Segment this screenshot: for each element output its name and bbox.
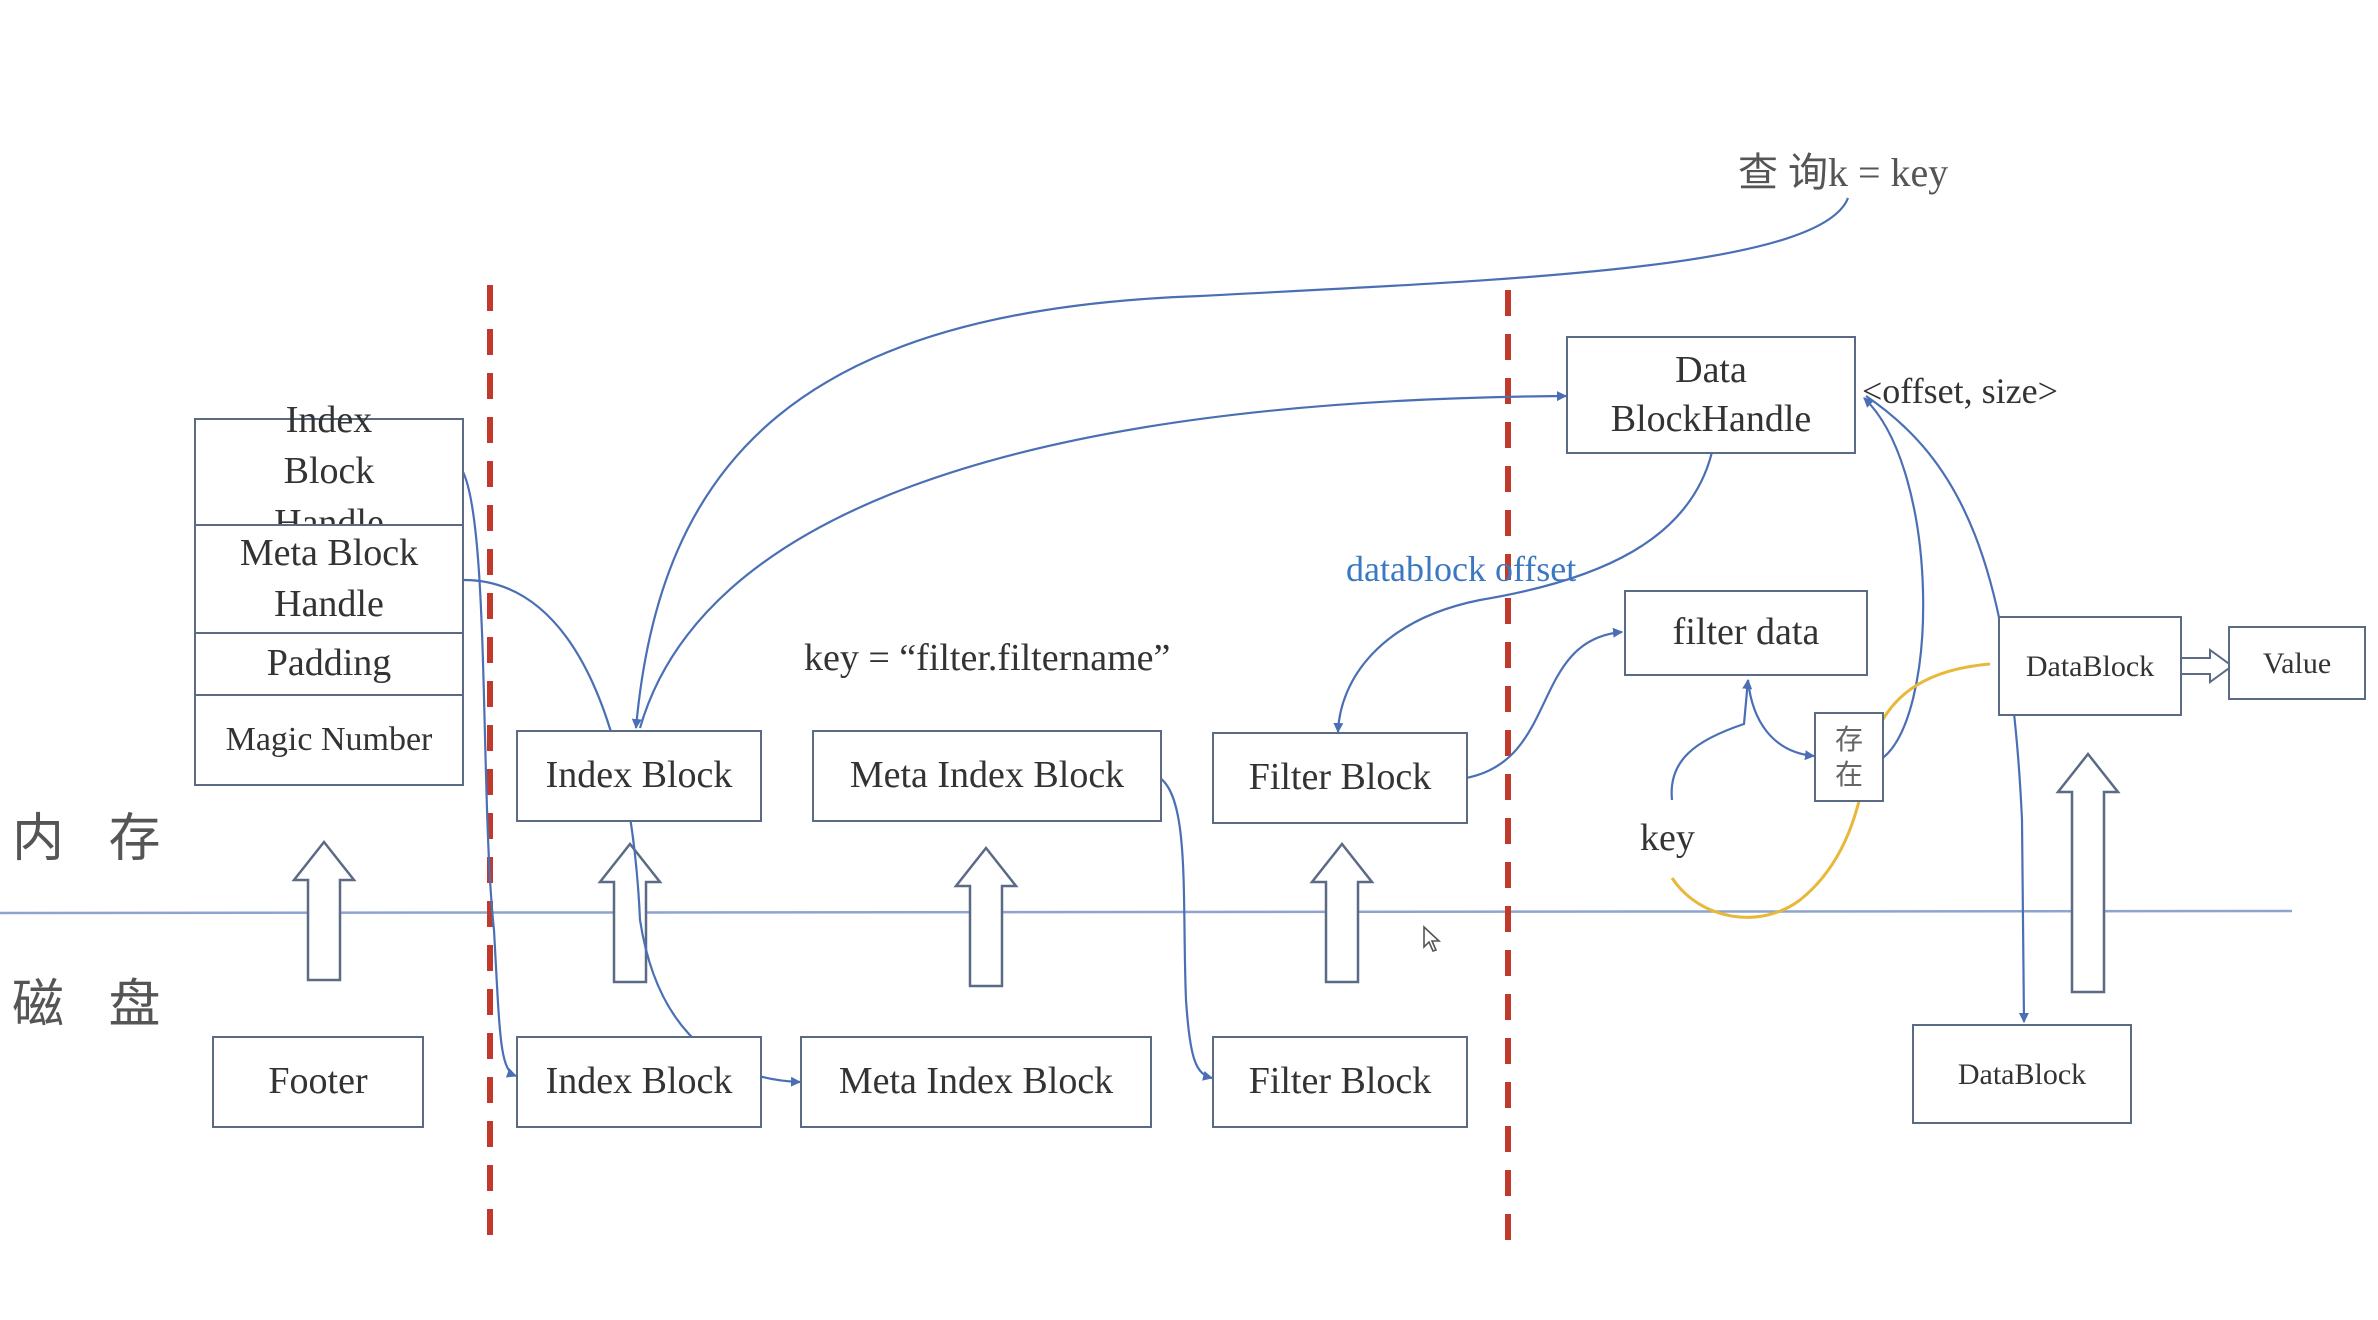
load-arrow-filter [1309, 841, 1375, 984]
filter-to-filter-data-connector [1465, 627, 1623, 780]
memory-region-label: 内 存 [12, 809, 175, 869]
key-to-exists-connector [1746, 679, 1815, 761]
query-to-index-connector [631, 197, 1850, 729]
load-arrow-footer [291, 839, 357, 982]
padding-cell: Padding [194, 632, 464, 696]
exists-box: 存在 [1814, 712, 1884, 802]
value-block: Value [2228, 626, 2366, 700]
offset-size-annotation: <offset, size> [1862, 371, 2058, 411]
handle-to-filter-connector [1333, 451, 1714, 733]
magic-number-cell: Magic Number [194, 694, 464, 786]
memory-filter-block: Filter Block [1212, 732, 1468, 824]
datablock-to-value-arrow [2179, 648, 2234, 684]
memory-meta-index-block: Meta Index Block [812, 730, 1162, 822]
query-label: 查 询k = key [1738, 150, 1949, 195]
load-arrow-datablock [2055, 751, 2121, 994]
key-to-filter-data-connector [1670, 679, 1753, 801]
key-annotation: key [1640, 817, 1695, 859]
meta-block-handle-cell: Meta Block Handle [194, 524, 464, 634]
disk-index-block: Index Block [516, 1036, 762, 1128]
load-arrow-meta-index [953, 845, 1019, 988]
handle-to-disk-datablock-connector [1865, 395, 2029, 1023]
disk-filter-block: Filter Block [1212, 1036, 1468, 1128]
exists-to-handle-connector [1863, 397, 1925, 761]
mouse-pointer-icon [1423, 925, 1442, 952]
disk-region-label: 磁 盘 [12, 975, 175, 1035]
filter-data-block: filter data [1624, 590, 1868, 676]
disk-footer-block: Footer [212, 1036, 424, 1128]
index-handle-to-disk-index-connector [461, 469, 517, 1078]
meta-handle-to-disk-meta-connector [463, 578, 801, 1087]
filter-key-annotation: key = “filter.filtername” [804, 637, 1171, 679]
meta-index-to-disk-filter-connector [1159, 777, 1213, 1081]
memory-data-block: DataBlock [1998, 616, 2182, 716]
disk-meta-index-block: Meta Index Block [800, 1036, 1152, 1128]
memory-index-block: Index Block [516, 730, 762, 822]
exists-path-loop [1670, 662, 1991, 919]
datablock-offset-annotation: datablock offset [1346, 549, 1577, 589]
index-block-handle-cell: Index Block Handle [194, 399, 464, 544]
data-block-handle: Data BlockHandle [1566, 336, 1856, 454]
disk-data-block: DataBlock [1912, 1024, 2132, 1124]
memory-disk-boundary [0, 909, 2293, 915]
index-to-handle-connector [638, 391, 1567, 729]
